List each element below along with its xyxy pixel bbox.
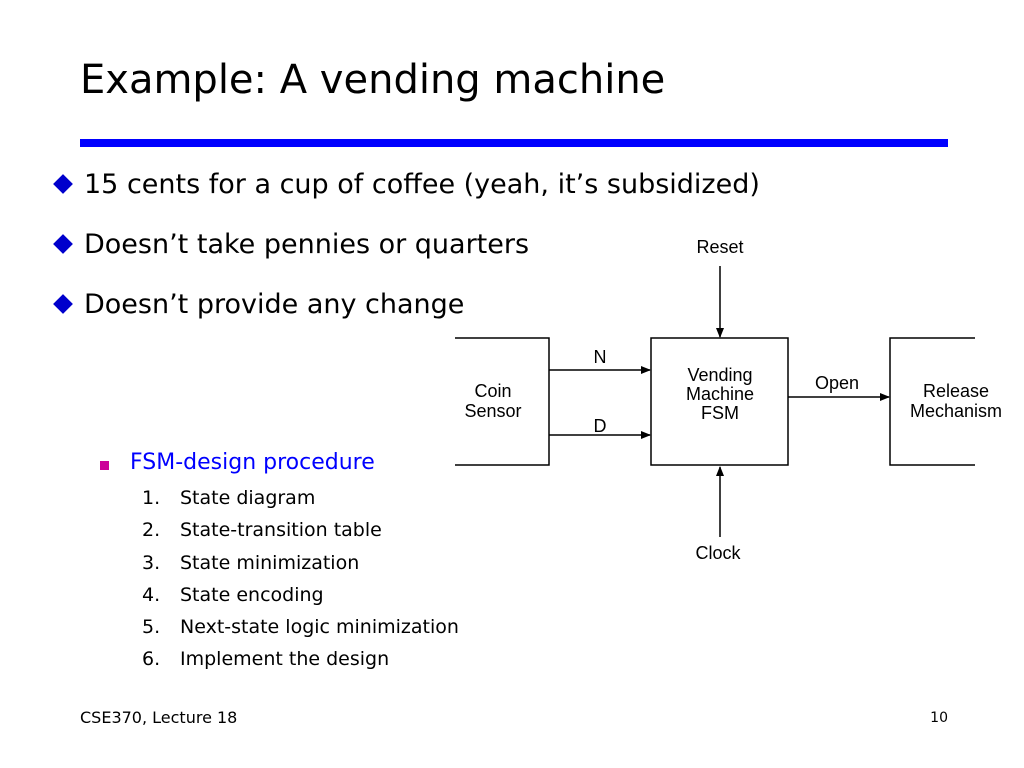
title-underline — [80, 139, 948, 147]
step-number: 5. — [142, 616, 161, 639]
step-number: 4. — [142, 583, 161, 606]
step-text: State minimization — [180, 551, 360, 574]
coin-sensor-label-line2: Sensor — [464, 401, 521, 421]
clock-label: Clock — [695, 543, 741, 563]
fsm-label-line1: Vending — [687, 365, 752, 385]
step-number: 6. — [142, 648, 161, 671]
diamond-bullet-icon — [53, 174, 73, 194]
fsm-label-line3: FSM — [701, 403, 739, 423]
step-text: Implement the design — [180, 648, 390, 671]
vending-machine-fsm-block: Vending Machine FSM — [650, 337, 789, 466]
coin-sensor-block: Coin Sensor — [455, 337, 550, 466]
footer-course: CSE370, Lecture 18 — [80, 708, 238, 727]
step-number: 1. — [142, 487, 161, 509]
n-signal-label: N — [594, 347, 607, 367]
page-number: 10 — [930, 710, 948, 726]
reset-label: Reset — [696, 237, 743, 257]
open-signal-label: Open — [815, 373, 859, 393]
diamond-bullet-icon — [53, 294, 73, 314]
diamond-bullet-icon — [53, 234, 73, 254]
sub-bullet-text: FSM-design procedure — [130, 450, 375, 475]
step-text: State encoding — [180, 583, 324, 606]
bullet-text: Doesn’t take pennies or quarters — [84, 229, 530, 260]
release-mechanism-block: Release Mechanism — [889, 337, 1002, 466]
step-text: State-transition table — [180, 519, 382, 542]
step-text: Next-state logic minimization — [180, 616, 459, 639]
bullet-text: Doesn’t provide any change — [84, 289, 465, 320]
d-signal-label: D — [594, 416, 607, 436]
release-label-line1: Release — [923, 381, 989, 401]
coin-sensor-label-line1: Coin — [474, 381, 511, 401]
bullet-text: 15 cents for a cup of coffee (yeah, it’s… — [84, 169, 760, 200]
step-number: 2. — [142, 519, 161, 542]
step-number: 3. — [142, 551, 161, 574]
step-text: State diagram — [180, 487, 316, 509]
slide-title: Example: A vending machine — [80, 57, 666, 103]
release-label-line2: Mechanism — [910, 401, 1002, 421]
fsm-label-line2: Machine — [686, 384, 754, 404]
square-bullet-icon — [100, 461, 109, 470]
